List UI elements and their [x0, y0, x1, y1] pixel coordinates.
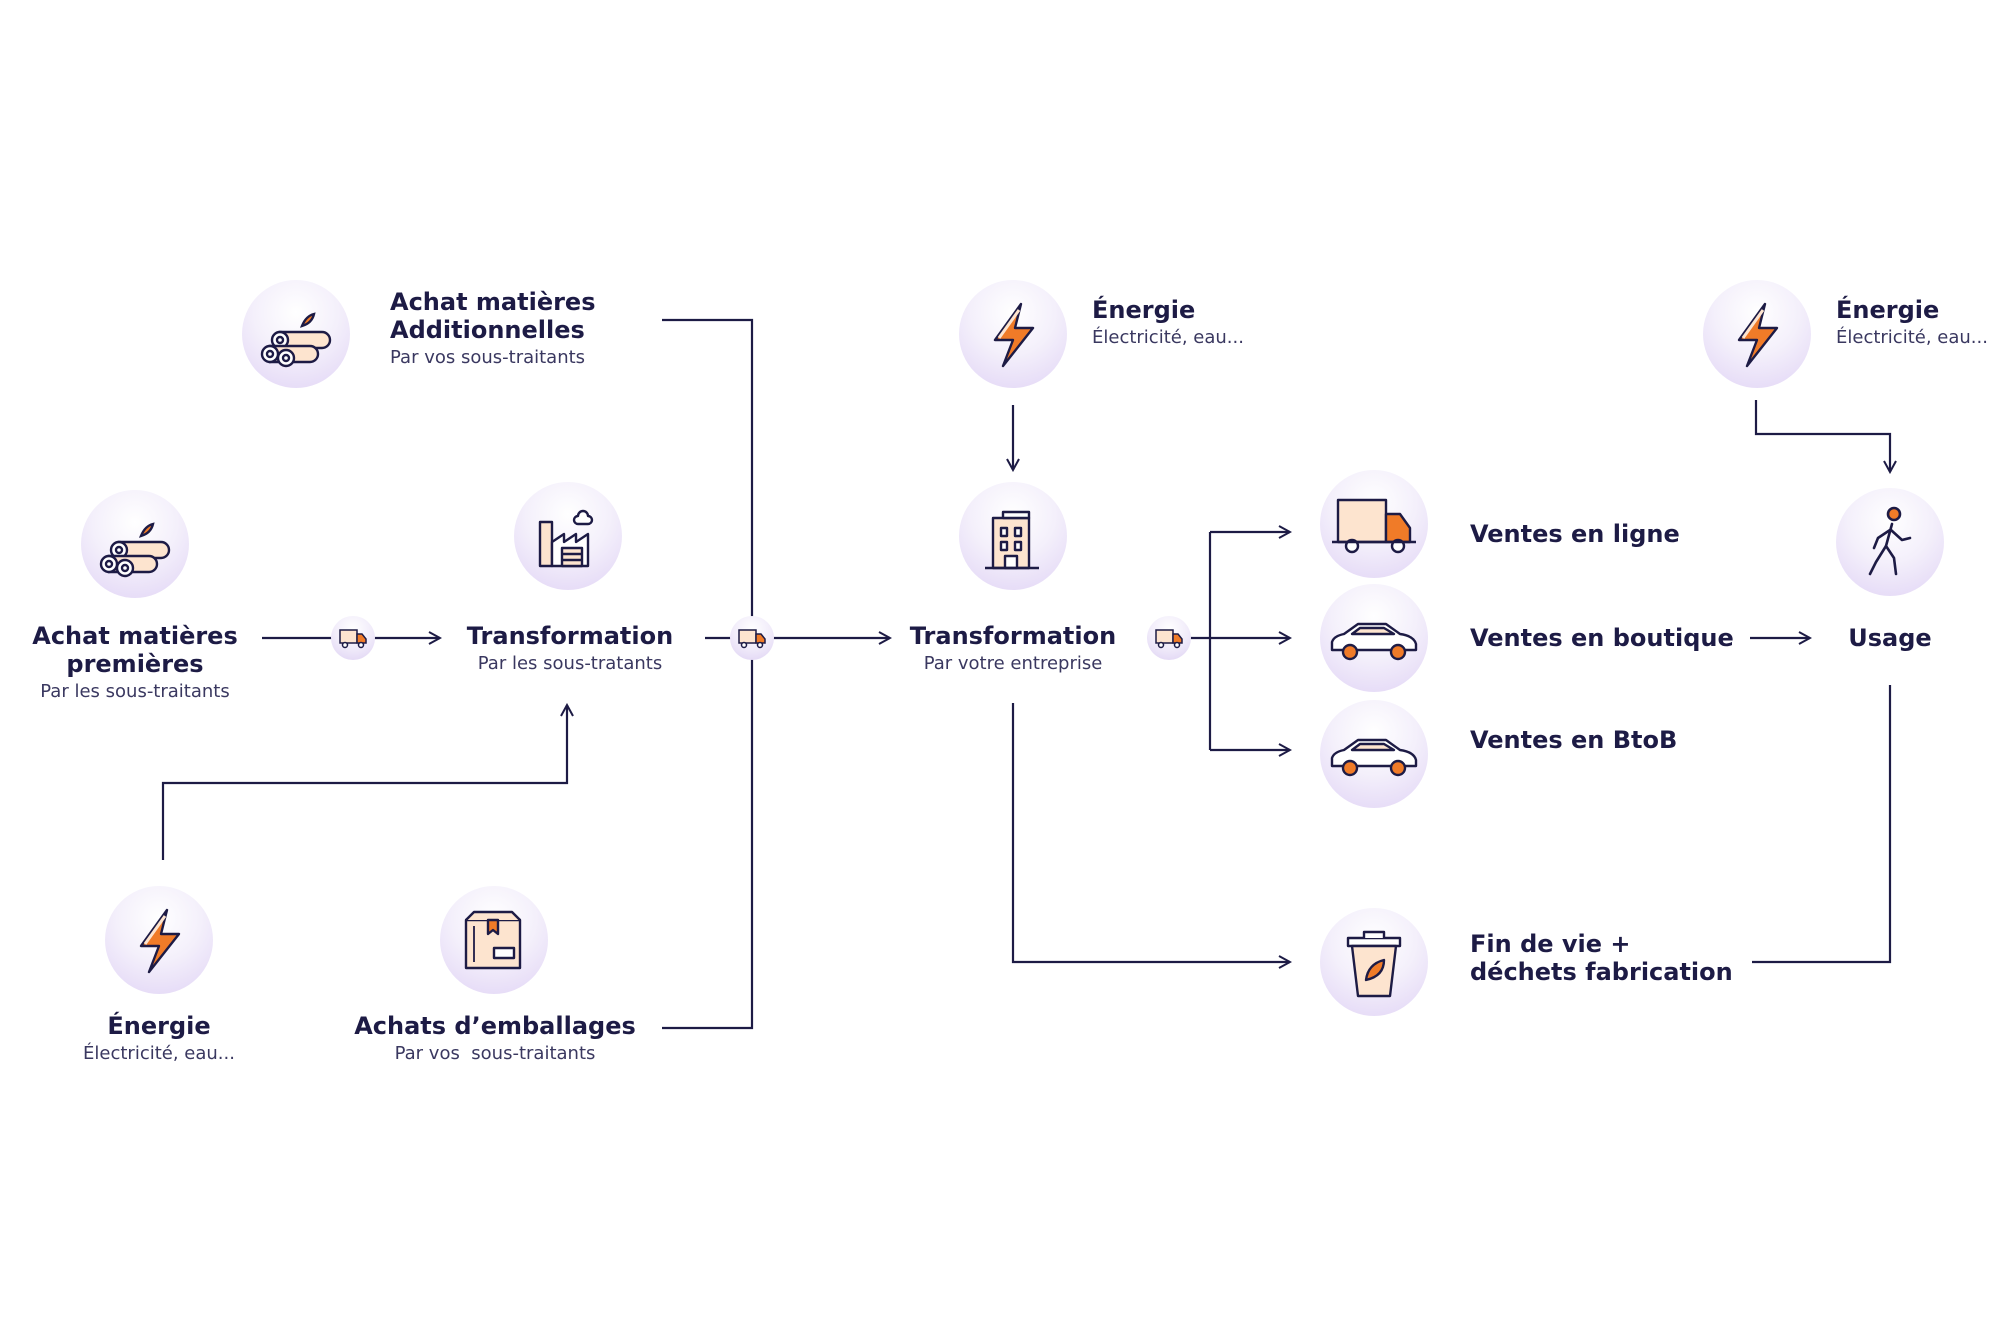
arrow-energie-right-to-usage: [1754, 400, 1890, 472]
transport-truck-icon-3: [1147, 616, 1191, 660]
connector-usage-to-fin-de-vie: [1752, 685, 1892, 964]
node-energie-right: Énergie Électricité, eau...: [1836, 296, 2000, 350]
node-achat-premieres: Achat matières premières Par les sous-tr…: [20, 622, 250, 704]
node-title: Achat matières Additionnelles: [390, 288, 596, 344]
node-title: Fin de vie + déchets fabrication: [1470, 930, 1733, 986]
arrow-energie-to-transformation: [161, 705, 567, 860]
node-achats-emballages: Achats d’emballages Par vos sous-traitan…: [345, 1012, 645, 1066]
node-subtitle: Électricité, eau...: [1092, 327, 1244, 348]
node-achat-additionnelles: Achat matières Additionnelles Par vos so…: [390, 288, 650, 370]
car-icon: [1320, 700, 1428, 808]
lightning-icon: [1703, 280, 1811, 388]
node-fin-de-vie: Fin de vie + déchets fabrication: [1470, 930, 1740, 986]
node-title: Achat matières premières: [32, 622, 238, 678]
node-subtitle: Électricité, eau...: [83, 1043, 235, 1064]
node-title: Achats d’emballages: [354, 1012, 636, 1040]
car-icon: [1320, 584, 1428, 692]
node-title: Transformation: [909, 622, 1117, 650]
walking-person-icon: [1836, 488, 1944, 596]
node-title: Ventes en ligne: [1470, 520, 1680, 548]
node-energie-bottom: Énergie Électricité, eau...: [59, 1012, 259, 1066]
node-subtitle: Par vos sous-traitants: [390, 347, 586, 368]
node-energie-top: Énergie Électricité, eau...: [1092, 296, 1292, 350]
node-ventes-en-btob: Ventes en BtoB: [1470, 726, 1730, 754]
transport-truck-icon-2: [730, 616, 774, 660]
arrow-transformation-to-fin-de-vie: [1011, 703, 1290, 962]
trash-bin-icon: [1320, 908, 1428, 1016]
node-subtitle: Par vos sous-traitants: [394, 1043, 596, 1064]
logs-icon: [242, 280, 350, 388]
node-title: Transformation: [466, 622, 674, 650]
node-subtitle: Par les sous-tratants: [477, 653, 663, 674]
lightning-icon: [959, 280, 1067, 388]
node-title: Énergie: [1836, 296, 1940, 324]
node-subtitle: Par votre entreprise: [923, 653, 1103, 674]
node-ventes-en-boutique: Ventes en boutique: [1470, 624, 1740, 652]
delivery-truck-icon: [1320, 470, 1428, 578]
transport-truck-icon-1: [331, 616, 375, 660]
building-icon: [959, 482, 1067, 590]
lightning-icon: [105, 886, 213, 994]
node-title: Ventes en BtoB: [1470, 726, 1678, 754]
node-title: Énergie: [107, 1012, 211, 1040]
node-usage: Usage: [1830, 624, 1950, 652]
node-title: Énergie: [1092, 296, 1196, 324]
node-transformation-sous-traitants: Transformation Par les sous-tratants: [450, 622, 690, 676]
box-icon: [440, 886, 548, 994]
factory-icon: [514, 482, 622, 590]
node-ventes-en-ligne: Ventes en ligne: [1470, 520, 1730, 548]
node-title: Usage: [1848, 624, 1932, 652]
node-subtitle: Par les sous-traitants: [40, 681, 230, 702]
node-subtitle: Électricité, eau...: [1836, 327, 1988, 348]
node-title: Ventes en boutique: [1470, 624, 1734, 652]
bracket-collector: [662, 318, 754, 1030]
node-transformation-entreprise: Transformation Par votre entreprise: [893, 622, 1133, 676]
logs-icon: [81, 490, 189, 598]
